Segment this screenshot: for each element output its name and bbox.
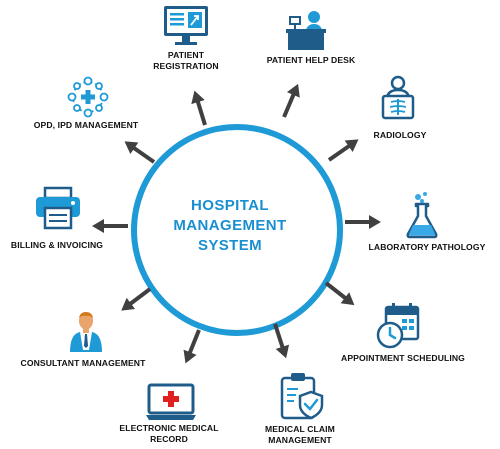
clipboard-shield-icon bbox=[280, 373, 324, 420]
label-radiology: RADIOLOGY bbox=[373, 130, 427, 140]
label-patient-help-desk: PATIENT HELP DESK bbox=[266, 55, 356, 65]
label-electronic-medical-record: ELECTRONIC MEDICAL RECORD bbox=[119, 423, 219, 444]
label-opd-ipd-management: OPD, IPD MANAGEMENT bbox=[33, 120, 139, 130]
center-ring bbox=[131, 124, 343, 336]
arrow-appointment-scheduling bbox=[324, 281, 355, 306]
registration-screen-icon bbox=[164, 6, 208, 45]
arrow-electronic-medical-record bbox=[183, 329, 201, 364]
label-billing-invoicing: BILLING & INVOICING bbox=[10, 240, 104, 250]
arrow-radiology bbox=[327, 139, 359, 162]
printer-icon bbox=[36, 186, 80, 230]
label-appointment-scheduling: APPOINTMENT SCHEDULING bbox=[341, 353, 465, 363]
calendar-clock-icon bbox=[376, 303, 420, 349]
label-patient-registration: PATIENT REGISTRATION bbox=[153, 50, 219, 71]
label-consultant-management: CONSULTANT MANAGEMENT bbox=[20, 358, 146, 368]
arrow-laboratory-pathology bbox=[345, 215, 381, 229]
arrows-group bbox=[92, 83, 381, 364]
label-medical-claim-management: MEDICAL CLAIM MANAGEMENT bbox=[265, 424, 335, 445]
arrow-consultant-management bbox=[121, 287, 152, 311]
arrow-opd-ipd bbox=[124, 141, 156, 164]
arrow-patient-registration bbox=[191, 90, 207, 126]
medical-cross-network-icon bbox=[67, 76, 109, 118]
xray-icon bbox=[381, 75, 415, 120]
flask-icon bbox=[406, 192, 438, 239]
help-desk-icon bbox=[286, 11, 326, 50]
label-laboratory-pathology: LABORATORY PATHOLOGY bbox=[368, 242, 486, 252]
center-title: HOSPITAL MANAGEMENT SYSTEM bbox=[173, 197, 287, 254]
laptop-medical-icon bbox=[146, 383, 196, 420]
arrow-medical-claim bbox=[273, 323, 290, 359]
arrow-patient-help-desk bbox=[282, 83, 300, 118]
arrow-billing-invoicing bbox=[92, 219, 128, 233]
doctor-icon bbox=[70, 312, 102, 352]
